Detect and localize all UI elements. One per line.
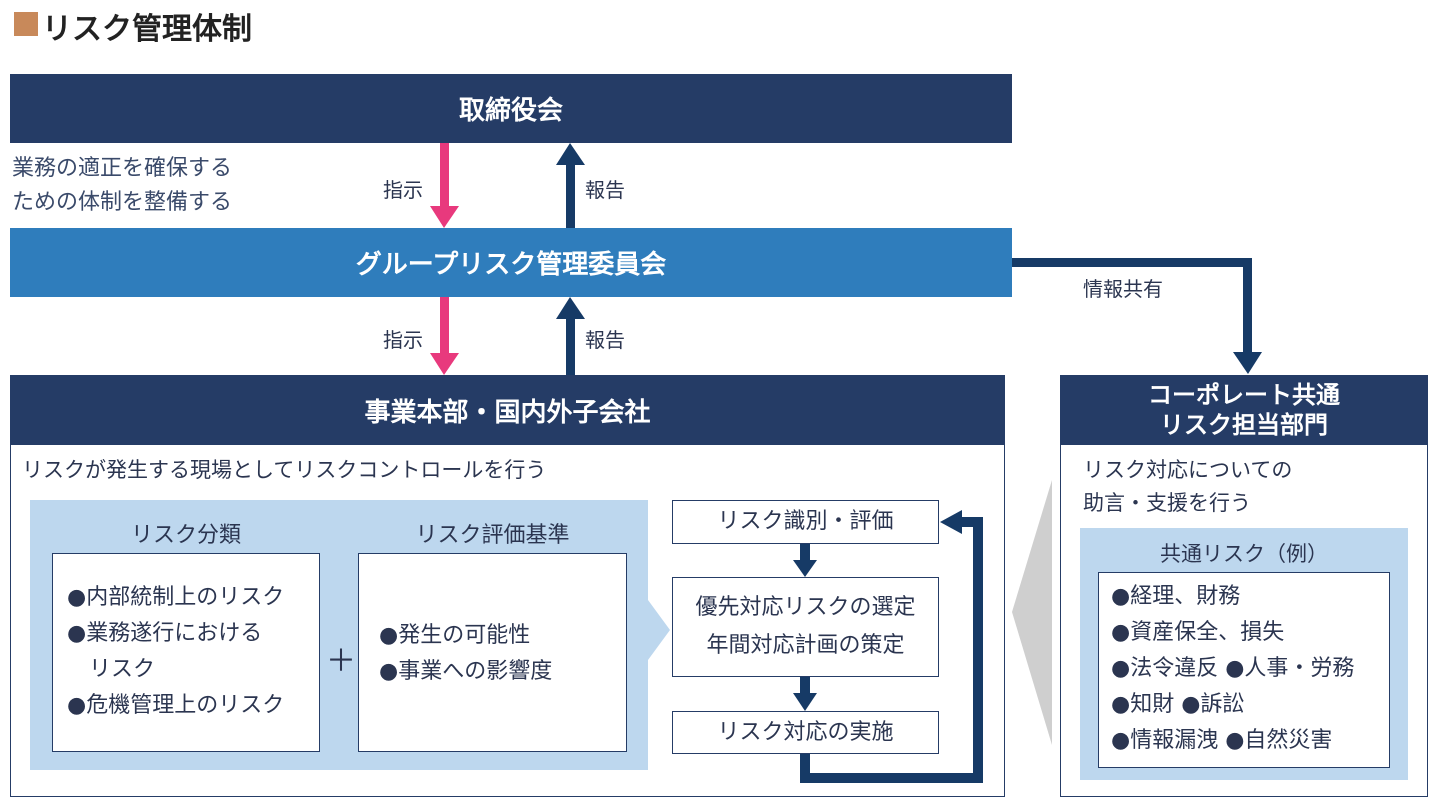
flow-select: 優先対応リスクの選定年間対応計画の策定 bbox=[672, 577, 939, 677]
board-box: 取締役会 bbox=[10, 74, 1012, 143]
board-note-1: 業務の適正を確保する bbox=[12, 156, 233, 181]
flow-arrows bbox=[793, 510, 983, 783]
classification-item: ●内部統制上のリスク bbox=[67, 585, 285, 610]
business-header: 事業本部・国内外子会社 bbox=[10, 375, 1005, 445]
classification-item: リスク bbox=[67, 657, 156, 682]
flow-identify: リスク識別・評価 bbox=[672, 500, 939, 544]
common-risk-item: ●情報漏洩 ●自然災害 bbox=[1111, 728, 1333, 753]
flow-plan-label: 年間対応計画の策定 bbox=[706, 633, 905, 658]
advice-triangle bbox=[1012, 480, 1052, 745]
classification-label: リスク分類 bbox=[130, 523, 241, 548]
common-risk-item: ●法令違反 ●人事・労務 bbox=[1111, 656, 1355, 681]
flow-select-label: 優先対応リスクの選定 bbox=[695, 595, 916, 620]
criteria-item: ●発生の可能性 bbox=[379, 623, 531, 648]
report-label-1: 報告 bbox=[585, 178, 625, 202]
report-arrow-2 bbox=[556, 297, 585, 375]
flow-identify-label: リスク識別・評価 bbox=[717, 509, 894, 534]
report-label-2: 報告 bbox=[585, 328, 625, 352]
common-risk-item: ●知財 ●訴訟 bbox=[1111, 692, 1245, 717]
committee-box: グループリスク管理委員会 bbox=[10, 228, 1012, 297]
info-share-arrow bbox=[1012, 258, 1262, 374]
criteria-item: ●事業への影響度 bbox=[379, 659, 553, 684]
instruct-arrow-2 bbox=[430, 297, 459, 375]
page-title: リスク管理体制 bbox=[42, 12, 252, 47]
business-subtitle: リスクが発生する現場としてリスクコントロールを行う bbox=[22, 458, 547, 482]
common-risk-box: ●経理、財務 ●資産保全、損失 ●法令違反 ●人事・労務 ●知財 ●訴訟 ●情報… bbox=[1098, 572, 1390, 768]
corporate-desc-2: 助言・支援を行う bbox=[1083, 491, 1251, 515]
plus-sign: ＋ bbox=[326, 644, 356, 679]
criteria-label: リスク評価基準 bbox=[415, 523, 570, 548]
common-risk-item: ●経理、財務 bbox=[1111, 584, 1241, 609]
board-note-2: ための体制を整備する bbox=[12, 190, 233, 215]
common-risk-item: ●資産保全、損失 bbox=[1111, 620, 1285, 645]
instruct-arrow-1 bbox=[430, 143, 459, 228]
common-risk-label: 共通リスク（例） bbox=[1160, 542, 1328, 566]
title-square-icon bbox=[14, 12, 38, 36]
flow-implement-label: リスク対応の実施 bbox=[717, 719, 894, 745]
info-share-label: 情報共有 bbox=[1083, 277, 1163, 301]
classification-item: ●業務遂行における bbox=[67, 621, 263, 646]
classification-box: ●内部統制上のリスク ●業務遂行における リスク ●危機管理上のリスク bbox=[52, 553, 320, 752]
criteria-box: ●発生の可能性 ●事業への影響度 bbox=[358, 553, 627, 752]
corporate-desc-1: リスク対応についての bbox=[1083, 458, 1293, 482]
corporate-header: コーポレート共通 リスク担当部門 bbox=[1060, 375, 1428, 445]
instruct-label-2: 指示 bbox=[383, 328, 423, 352]
corporate-title-1: コーポレート共通 bbox=[1148, 381, 1340, 409]
instruct-label-1: 指示 bbox=[383, 178, 423, 202]
flow-implement: リスク対応の実施 bbox=[672, 711, 939, 754]
classification-item: ●危機管理上のリスク bbox=[67, 693, 285, 718]
report-arrow-1 bbox=[556, 143, 585, 228]
corporate-title-2: リスク担当部門 bbox=[1160, 411, 1328, 439]
